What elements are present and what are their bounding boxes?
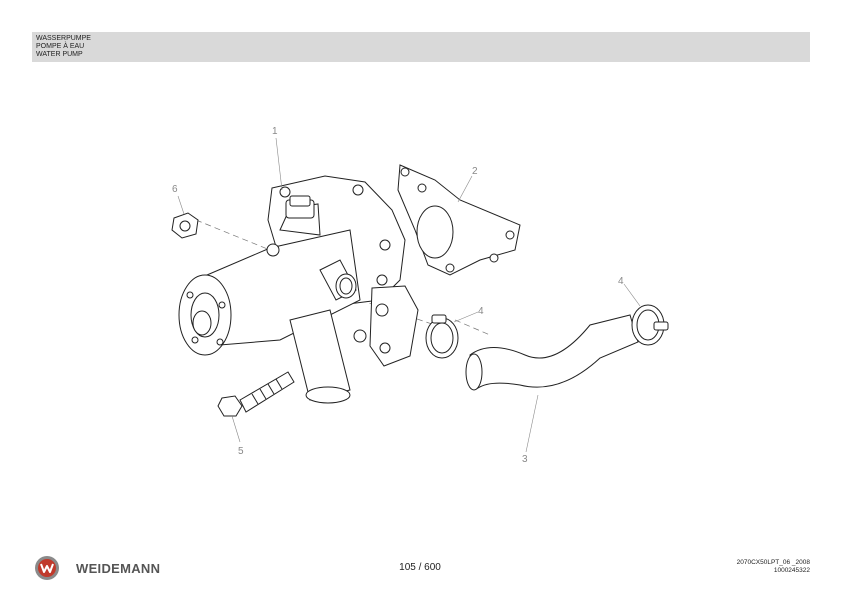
- callout-6: 6: [172, 184, 178, 195]
- title-english: WATER PUMP: [36, 51, 83, 58]
- hose-clamps: [425, 304, 669, 359]
- nut: [171, 212, 199, 239]
- hose: [465, 314, 639, 391]
- title-german: WASSERPUMPE: [36, 35, 91, 42]
- document-code: 2070CX50LPT_06 _2008: [736, 559, 810, 566]
- callout-1: 1: [272, 126, 278, 137]
- header-bar: WASSERPUMPE POMPE À EAU WATER PUMP: [32, 32, 810, 62]
- callout-4-left: 4: [478, 306, 484, 317]
- bolt: [217, 371, 295, 417]
- water-pump-exploded-drawing: 1 2 3 4 4 5 6: [160, 110, 700, 470]
- title-french: POMPE À EAU: [36, 43, 85, 50]
- callout-5: 5: [238, 446, 244, 457]
- page-number: 105 / 600: [399, 562, 441, 573]
- weidemann-logo: [34, 555, 60, 581]
- document-number: 1000245322: [773, 567, 810, 574]
- leader-lines: [177, 137, 641, 453]
- pump-body: [178, 175, 419, 404]
- document-reference: 2070CX50LPT_06 _2008 1000245322: [737, 559, 810, 575]
- callout-2: 2: [472, 166, 478, 177]
- callout-3: 3: [522, 454, 528, 465]
- brand-name: WEIDEMANN: [76, 561, 161, 576]
- callout-4-right: 4: [618, 276, 624, 287]
- gasket: [397, 164, 521, 276]
